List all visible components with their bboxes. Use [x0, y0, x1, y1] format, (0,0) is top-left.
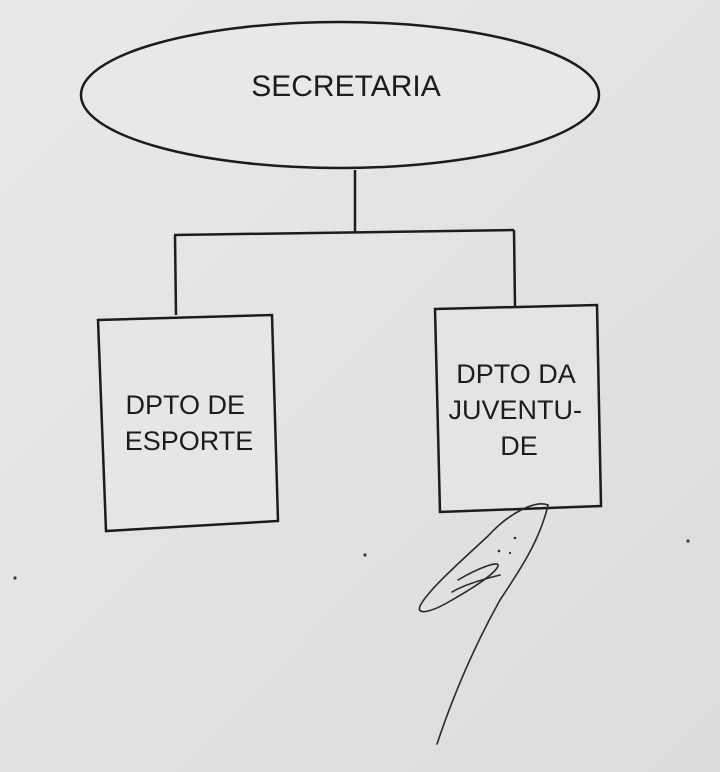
signature-loop-stroke [418, 503, 549, 613]
child-node-juventude-label: DPTO DA JUVENTU- DE [448, 359, 589, 461]
child-node-esporte: DPTO DE ESPORTE [96, 313, 280, 533]
child-node-juventude-shape [433, 303, 603, 514]
child-node-juventude-line-1: DPTO DA [456, 359, 576, 389]
signature-dot-2 [513, 536, 517, 540]
child-node-esporte-line-1: DPTO DE [125, 390, 245, 420]
root-node-label: SECRETARIA [251, 70, 440, 103]
connector-horizontal-bar [173, 228, 515, 237]
connector-right-drop [512, 229, 517, 307]
signature-dot-3 [508, 551, 512, 555]
speck-center [363, 553, 367, 557]
speck-right [686, 539, 690, 543]
connectors [173, 170, 517, 316]
paper-specks [13, 539, 690, 580]
signature-dot-1 [497, 549, 501, 553]
child-node-esporte-line-2: ESPORTE [125, 426, 254, 456]
connector-left-drop [173, 234, 178, 316]
child-node-juventude-line-3: DE [500, 431, 538, 461]
child-node-esporte-shape [96, 313, 280, 533]
speck-left [13, 576, 17, 580]
child-node-esporte-label: DPTO DE ESPORTE [125, 390, 254, 456]
handwritten-signature [418, 503, 549, 745]
signature-descender-stroke [436, 504, 549, 745]
child-node-juventude: DPTO DA JUVENTU- DE [433, 303, 603, 514]
signature-inner-stroke [451, 574, 501, 593]
root-node: SECRETARIA [79, 20, 601, 170]
root-node-shape [79, 20, 601, 170]
child-node-juventude-line-2: JUVENTU- [448, 395, 582, 425]
